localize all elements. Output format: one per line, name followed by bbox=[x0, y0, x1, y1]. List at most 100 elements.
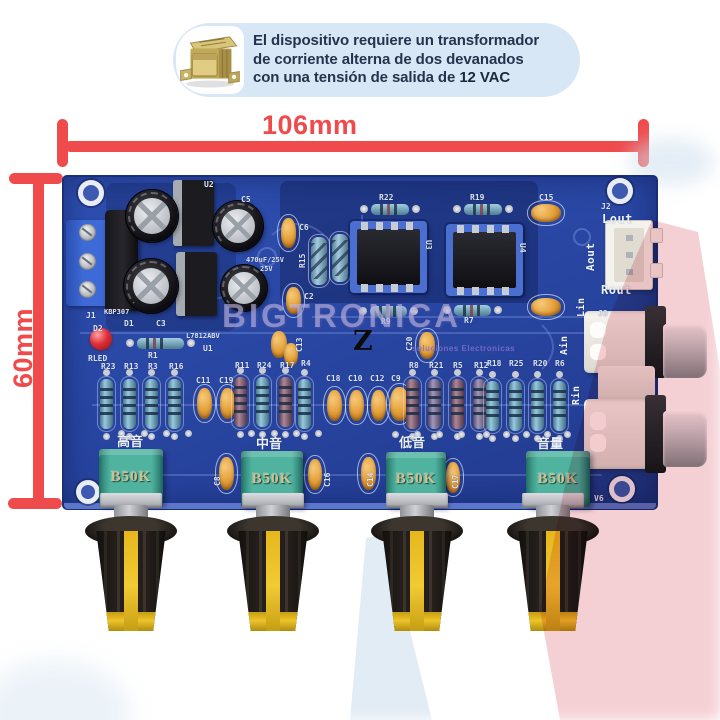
silkscreen-label: R25 bbox=[509, 359, 524, 368]
rca-jack-body bbox=[584, 399, 652, 469]
transformer-icon bbox=[176, 26, 244, 94]
silkscreen-label: C3 bbox=[156, 319, 166, 328]
height-dimension-bottom-cap bbox=[8, 498, 62, 509]
electrolytic-capacitor bbox=[221, 265, 267, 311]
film-capacitor bbox=[527, 294, 565, 320]
film-capacitor bbox=[527, 200, 565, 226]
film-capacitor bbox=[284, 343, 298, 366]
silkscreen-label: R22 bbox=[379, 193, 394, 202]
silkscreen-label: R3 bbox=[148, 362, 158, 371]
solder-pad bbox=[483, 431, 490, 438]
terminal-screw bbox=[79, 224, 96, 241]
silkscreen-label: Aout bbox=[584, 242, 597, 272]
knob-body bbox=[238, 531, 308, 631]
rca-jack-barrel bbox=[663, 411, 707, 467]
silkscreen-label: R8 bbox=[409, 361, 419, 370]
silkscreen-label: R20 bbox=[533, 359, 548, 368]
silkscreen-label: R11 bbox=[235, 361, 250, 370]
solder-pad bbox=[141, 430, 148, 437]
film-capacitor bbox=[193, 384, 216, 423]
film-capacitor bbox=[282, 283, 305, 318]
mounting-hole bbox=[76, 480, 100, 504]
potentiometer-value-label: B50K bbox=[395, 471, 437, 487]
silkscreen-label: Lin bbox=[576, 297, 587, 317]
silkscreen-label: J1 bbox=[86, 311, 96, 320]
silkscreen-label: Ain bbox=[559, 335, 570, 355]
potentiometer-value-label: B50K bbox=[110, 468, 152, 485]
callout-voltage: 12 VAC bbox=[459, 69, 511, 86]
silkscreen-label: KBP307 bbox=[104, 308, 130, 316]
resistor bbox=[506, 378, 525, 442]
xh-output-connector bbox=[605, 220, 653, 290]
silkscreen-label: J3 bbox=[598, 309, 608, 318]
electrolytic-capacitor bbox=[124, 259, 178, 313]
film-capacitor bbox=[442, 458, 464, 497]
silkscreen-label: C15 bbox=[539, 193, 554, 202]
silkscreen-label: R15 bbox=[298, 253, 307, 268]
mounting-hole bbox=[607, 178, 633, 204]
resistor bbox=[453, 204, 513, 215]
solder-pad bbox=[523, 431, 530, 438]
silkscreen-label: R7 bbox=[464, 316, 474, 325]
resistor bbox=[483, 378, 502, 442]
screw-terminal-block bbox=[66, 220, 109, 306]
silkscreen-label: U2 bbox=[204, 180, 214, 189]
silkscreen-label: C8 bbox=[213, 476, 222, 486]
resistor bbox=[295, 376, 314, 440]
film-capacitor bbox=[271, 331, 287, 358]
silkscreen-label: C18 bbox=[326, 374, 341, 383]
resistor bbox=[231, 374, 250, 438]
height-dimension-bar bbox=[33, 178, 44, 505]
silkscreen-label: Lout bbox=[602, 212, 633, 226]
resistor bbox=[97, 376, 116, 440]
solder-pad bbox=[315, 430, 322, 437]
film-capacitor bbox=[215, 453, 238, 494]
film-capacitor bbox=[386, 383, 413, 425]
resistor bbox=[142, 376, 161, 440]
solder-pad bbox=[564, 431, 571, 438]
silkscreen-label: 高音 bbox=[117, 435, 144, 450]
silkscreen-label: C12 bbox=[370, 374, 385, 383]
solder-pad bbox=[503, 431, 510, 438]
callout-text: El dispositivo requiere un transformador… bbox=[253, 32, 575, 88]
potentiometer-value-label: B50K bbox=[251, 470, 293, 487]
silkscreen-label: R9 bbox=[381, 317, 391, 326]
pot-bracket bbox=[100, 493, 162, 508]
film-capacitor bbox=[367, 386, 390, 425]
knob bbox=[225, 493, 321, 643]
terminal-screw bbox=[79, 281, 96, 298]
connector-lock-tab bbox=[650, 263, 663, 278]
standing-resistor bbox=[308, 234, 330, 288]
silkscreen-label: R19 bbox=[470, 193, 485, 202]
resistor bbox=[448, 376, 467, 440]
terminal-screw bbox=[79, 253, 96, 270]
silkscreen-label: U3 bbox=[424, 240, 433, 250]
pot-bracket bbox=[242, 493, 304, 508]
knob bbox=[505, 493, 601, 643]
solder-pad bbox=[458, 431, 465, 438]
solder-pad bbox=[118, 430, 125, 437]
film-capacitor bbox=[415, 328, 439, 363]
solder-pad bbox=[293, 430, 300, 437]
silkscreen-label: C2 bbox=[304, 292, 314, 301]
silkscreen-label: D2 bbox=[93, 324, 103, 333]
silkscreen-label: R12 bbox=[474, 361, 489, 370]
silkscreen-label: U1 bbox=[203, 344, 213, 353]
silkscreen-label: C5 bbox=[241, 195, 251, 204]
resistor bbox=[550, 378, 569, 442]
standing-resistor bbox=[329, 231, 351, 285]
silkscreen-label: R21 bbox=[429, 361, 444, 370]
rca-jack-body bbox=[584, 311, 652, 373]
voltage-regulator bbox=[173, 180, 214, 246]
silkscreen-label: U4 bbox=[518, 243, 527, 253]
silkscreen-label: 470uF/25V bbox=[246, 256, 284, 264]
silkscreen-label: R13 bbox=[124, 362, 139, 371]
voltage-regulator bbox=[176, 252, 217, 316]
silkscreen-label: R6 bbox=[555, 359, 565, 368]
connector-lock-tab bbox=[650, 228, 663, 243]
film-capacitor bbox=[216, 384, 239, 423]
silkscreen-label: C11 bbox=[196, 376, 211, 385]
solder-pad bbox=[248, 430, 255, 437]
knob-body bbox=[96, 531, 166, 631]
resistor bbox=[120, 376, 139, 440]
